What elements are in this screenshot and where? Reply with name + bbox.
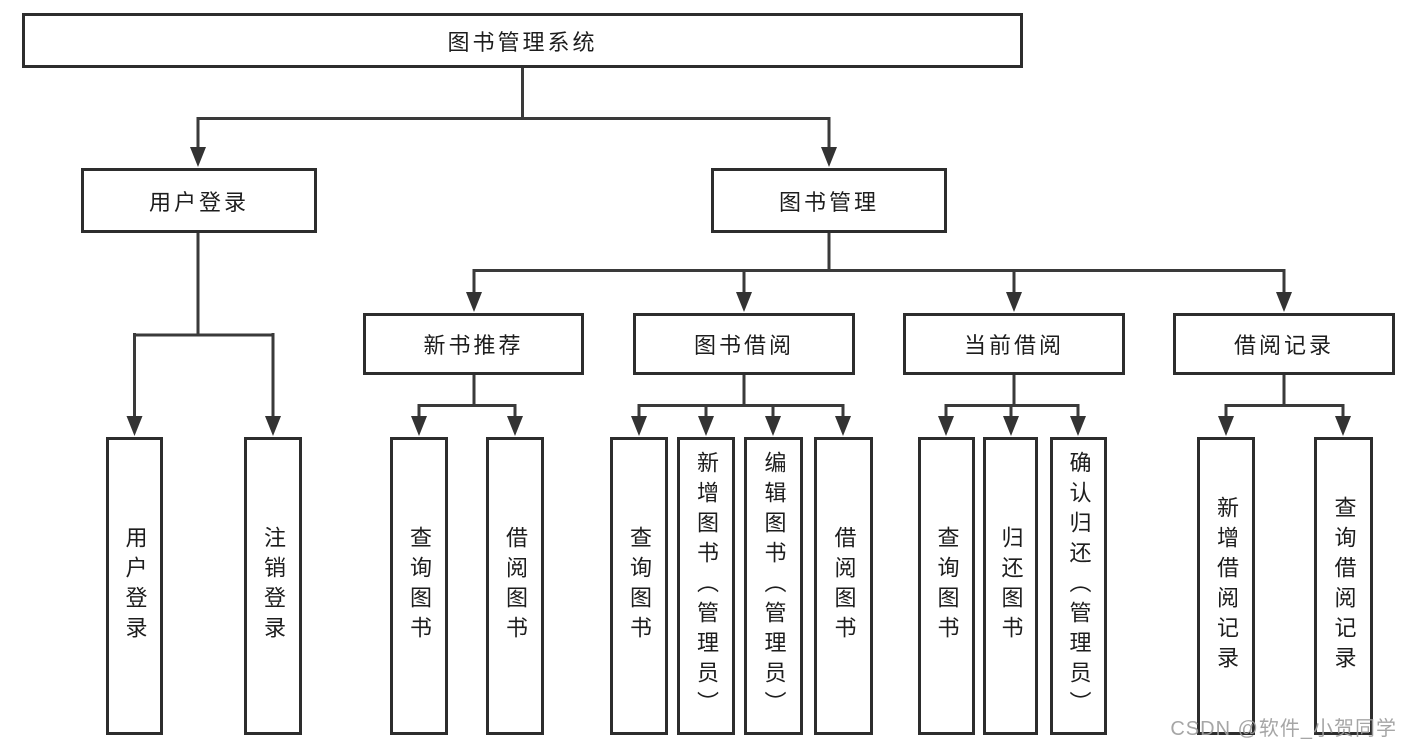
leaf-add-books-admin: 新增图书（管理员） xyxy=(677,437,735,735)
node-root: 图书管理系统 xyxy=(22,13,1023,68)
node-borrowing-records: 借阅记录 xyxy=(1173,313,1395,375)
leaf-logout: 注销登录 xyxy=(244,437,302,735)
leaf-query-books-borrow: 查询图书 xyxy=(610,437,668,735)
node-current-borrowing: 当前借阅 xyxy=(903,313,1125,375)
leaf-query-books-recommend: 查询图书 xyxy=(390,437,448,735)
node-user-login: 用户登录 xyxy=(81,168,317,233)
leaf-query-books-current: 查询图书 xyxy=(918,437,975,735)
leaf-borrow-books-recommend: 借阅图书 xyxy=(486,437,544,735)
leaf-return-books: 归还图书 xyxy=(983,437,1038,735)
leaf-query-borrow-record: 查询借阅记录 xyxy=(1314,437,1373,735)
node-book-borrowing: 图书借阅 xyxy=(633,313,855,375)
leaf-edit-books-admin: 编辑图书（管理员） xyxy=(744,437,803,735)
node-new-book-recommend: 新书推荐 xyxy=(363,313,584,375)
leaf-confirm-return-admin: 确认归还（管理员） xyxy=(1050,437,1107,735)
leaf-borrow-books: 借阅图书 xyxy=(814,437,873,735)
node-book-management: 图书管理 xyxy=(711,168,947,233)
leaf-add-borrow-record: 新增借阅记录 xyxy=(1197,437,1255,735)
leaf-user-login: 用户登录 xyxy=(106,437,163,735)
csdn-watermark: CSDN @软件_小贺同学 xyxy=(1170,718,1397,740)
